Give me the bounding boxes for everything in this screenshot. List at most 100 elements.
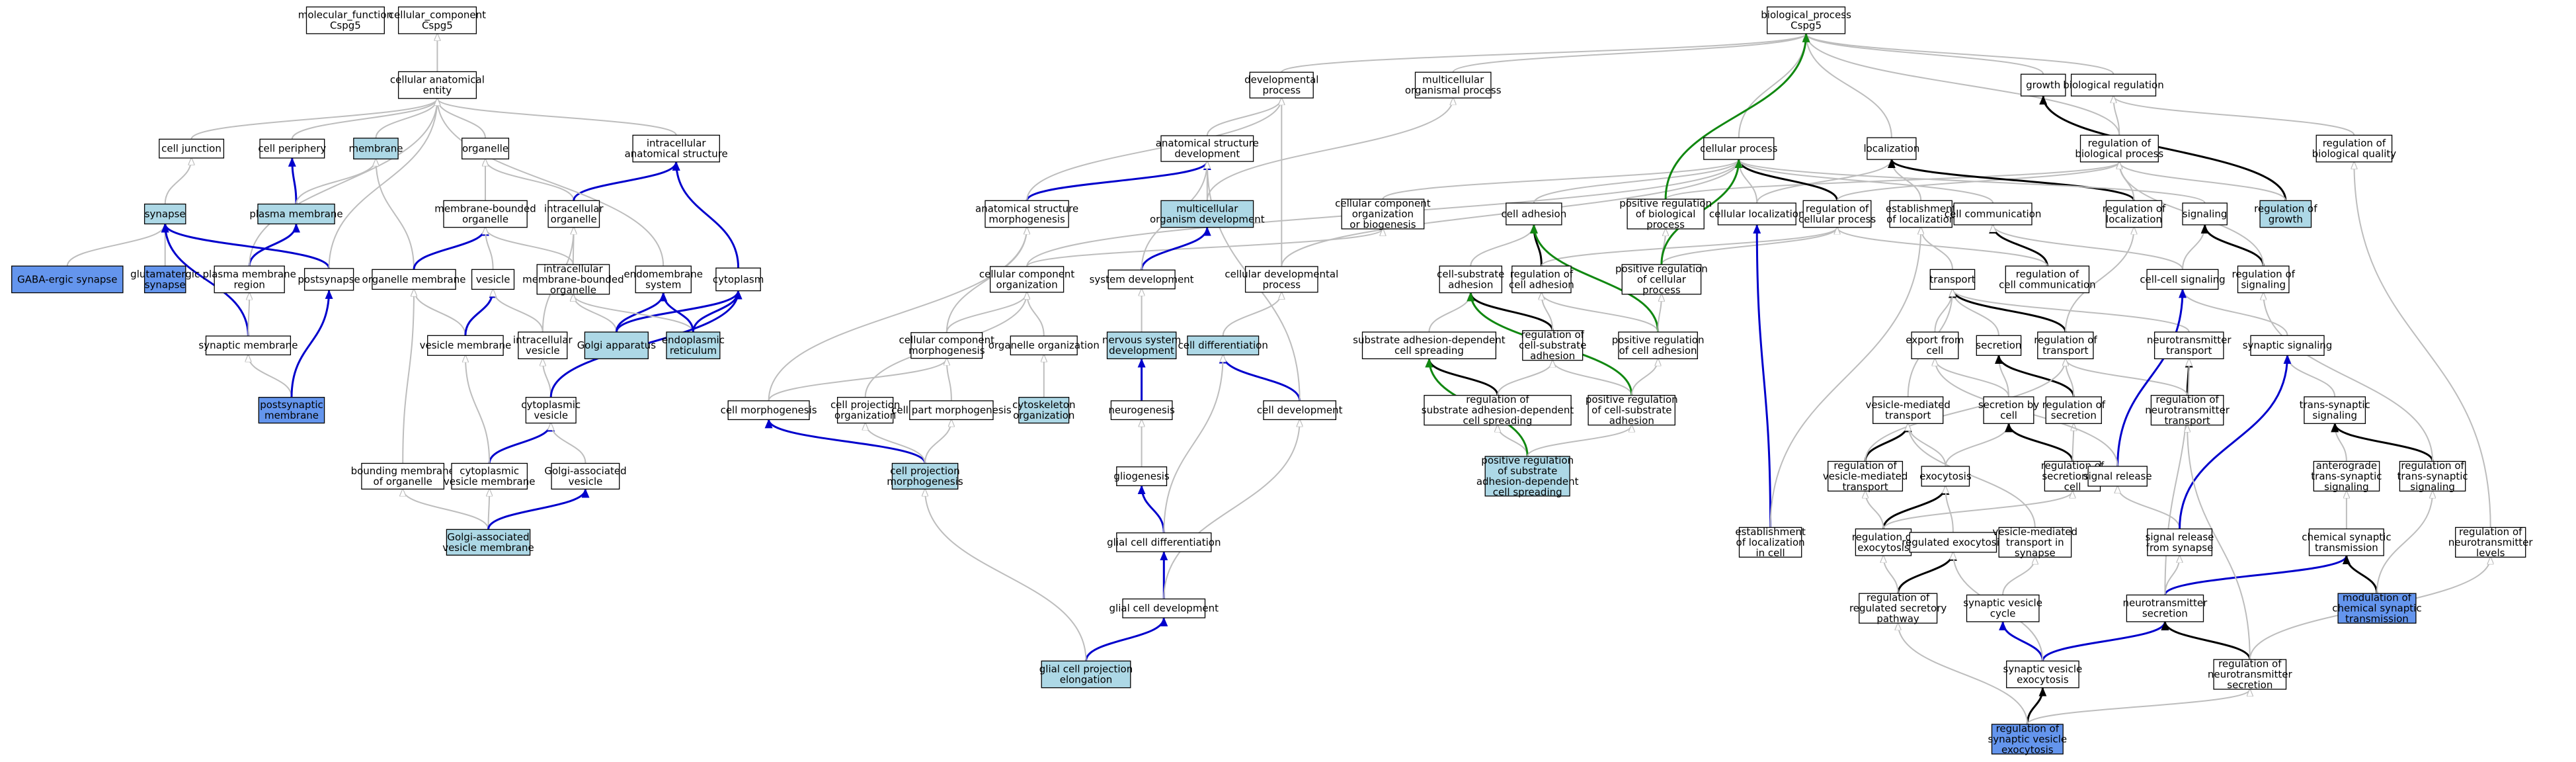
go-term-label: cytoplasmic <box>521 399 581 411</box>
go-term-box <box>909 400 994 421</box>
relation-edge <box>414 289 466 336</box>
go-term-label: organelle <box>550 284 596 296</box>
go-term-label: organelle <box>462 143 508 155</box>
go-term-box <box>258 397 325 424</box>
go-term-label: cell <box>2000 409 2017 421</box>
go-term-box <box>446 529 531 556</box>
relation-edge <box>1206 98 1282 136</box>
go-term-label: of cell-substrate <box>1591 404 1671 416</box>
go-term-node: system development <box>1090 269 1194 290</box>
relation-edge <box>2179 355 2292 529</box>
go-term-box <box>2037 331 2094 360</box>
go-term-box <box>361 462 445 490</box>
go-term-label: cell junction <box>161 143 221 155</box>
go-term-label: establishment <box>1886 203 1956 215</box>
relation-edge <box>1806 34 1892 138</box>
go-term-box <box>372 269 456 290</box>
go-term-label: glial cell development <box>1109 603 1219 614</box>
relation-edge <box>190 99 438 140</box>
relation-edge <box>249 99 437 267</box>
relation-edge <box>1865 359 2066 462</box>
go-term-label: vesicle <box>476 273 510 285</box>
go-term-label: Golgi apparatus <box>577 339 657 351</box>
relation-edge <box>615 292 668 333</box>
go-term-label: molecular_function <box>298 9 393 22</box>
go-term-box <box>836 397 894 424</box>
relation-edge <box>1945 486 1954 532</box>
relation-edge <box>1738 34 1806 138</box>
go-term-box <box>1976 335 2022 356</box>
go-term-label: secretion <box>2227 679 2273 691</box>
go-term-node: synapse <box>143 203 186 225</box>
go-term-box <box>462 138 510 159</box>
go-term-node: cell periphery <box>258 138 326 159</box>
go-term-box <box>2146 269 2219 290</box>
relation-edge <box>437 99 664 267</box>
relation-edge <box>485 228 574 265</box>
go-term-label: glial cell differentiation <box>1107 536 1221 548</box>
go-term-label: cellular anatomical <box>390 74 485 86</box>
go-term-label: chemical synaptic <box>2332 603 2421 614</box>
go-term-label: process <box>1646 219 1685 231</box>
go-term-label: cell <box>1926 345 1943 357</box>
go-term-label: cycle <box>1990 608 2016 620</box>
go-term-label: regulation of <box>2323 138 2386 149</box>
go-term-box <box>2079 134 2159 163</box>
go-term-label: biological_process <box>1761 9 1851 22</box>
node-layer: molecular_functionCspg5cellular_componen… <box>11 6 2533 755</box>
go-term-box <box>2182 202 2228 226</box>
go-term-box <box>1341 198 1425 230</box>
relation-edge <box>437 99 486 139</box>
go-term-label: secretion <box>2051 409 2097 421</box>
relation-edge <box>2163 555 2351 596</box>
relation-edge <box>1085 616 1168 661</box>
go-term-box <box>1106 331 1177 360</box>
go-term-label: cytoskeleton <box>1012 399 1075 411</box>
go-term-box <box>305 6 385 34</box>
go-term-box <box>2313 460 2380 492</box>
go-term-label: process <box>1262 85 1301 97</box>
go-term-box <box>584 331 649 360</box>
relation-edge <box>164 158 192 204</box>
relation-edge <box>2118 486 2181 529</box>
go-term-label: chemical synaptic <box>2302 531 2391 543</box>
go-term-box <box>2259 200 2312 228</box>
relation-edge <box>2039 95 2287 201</box>
relation-edge <box>1945 423 2009 467</box>
go-term-node: neurogenesis <box>1108 400 1175 421</box>
go-term-label: development <box>1174 148 1240 160</box>
go-term-box <box>1911 331 1959 360</box>
go-term-label: synaptic vesicle <box>1988 733 2067 745</box>
relation-edge <box>1630 359 1658 396</box>
relation-edge <box>1769 228 1921 528</box>
go-term-node: vesicle <box>471 269 515 290</box>
go-term-label: localization <box>2106 214 2162 226</box>
go-term-label: Cspg5 <box>330 20 361 32</box>
go-term-box <box>2308 528 2384 556</box>
go-term-label: exocytosis <box>1919 470 1972 482</box>
go-term-label: intracellular <box>544 203 604 215</box>
relation-edge <box>413 226 489 270</box>
go-term-label: cellular developmental <box>1225 268 1338 280</box>
go-term-label: exocytosis <box>1857 542 1910 554</box>
go-term-box <box>159 138 225 159</box>
go-term-label: positive regulation <box>1612 334 1705 346</box>
go-term-box <box>1116 532 1212 552</box>
go-term-label: in cell <box>1755 547 1785 559</box>
go-term-node: vesicle membrane <box>420 335 511 356</box>
relation-edge <box>248 355 292 398</box>
relation-edge <box>764 419 926 464</box>
relation-edge <box>1739 159 1994 204</box>
go-term-label: synaptic membrane <box>198 339 298 351</box>
relation-edge <box>288 157 298 204</box>
go-term-label: cell communication <box>1999 278 2096 290</box>
